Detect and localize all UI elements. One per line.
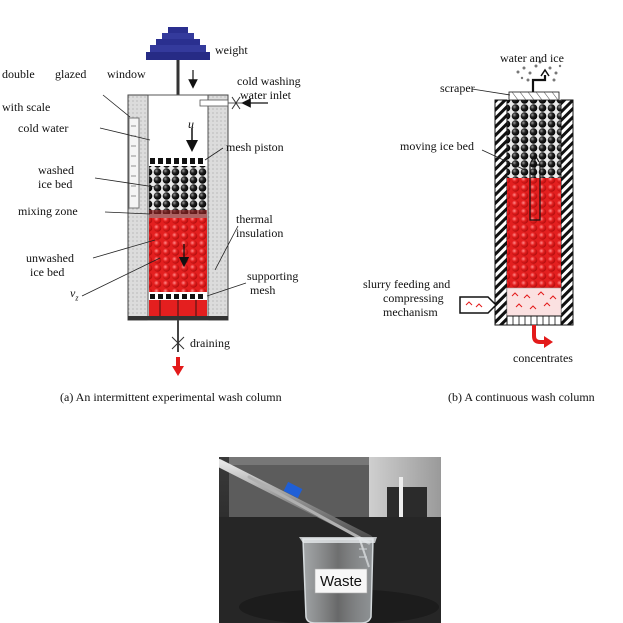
label-mechanism: mechanism	[383, 305, 438, 319]
label-vz: vz	[70, 286, 79, 303]
label-window: window	[107, 67, 146, 81]
caption-b: (b) A continuous wash column	[448, 390, 595, 404]
label-mesh-piston: mesh piston	[226, 140, 284, 154]
scraper	[508, 91, 560, 101]
label-slurry-feeding: slurry feeding and	[363, 277, 451, 291]
right-wall	[560, 99, 574, 326]
intermittent-wash-column-diagram	[81, 27, 268, 376]
label-supporting-mesh: mesh	[250, 283, 276, 297]
supporting-mesh	[149, 292, 207, 316]
label-cold-water: cold water	[18, 121, 69, 135]
label-u: u	[188, 117, 194, 131]
unwashed-bed-continuous	[507, 178, 561, 288]
label-water-and-ice: water and ice	[500, 51, 564, 65]
label-unwashed: unwashed	[26, 251, 74, 265]
beaker-label-waste: Waste	[320, 573, 362, 590]
label-double: double	[2, 67, 35, 81]
label-unwashed-ice-bed: ice bed	[30, 265, 65, 279]
drain-arrow-icon	[172, 366, 184, 376]
washed-ice-bed	[149, 166, 207, 214]
label-mixing-zone: mixing zone	[18, 204, 78, 218]
label-draining: draining	[190, 336, 230, 350]
continuous-wash-column-diagram	[459, 60, 574, 348]
label-compressing: compressing	[383, 291, 444, 305]
label-moving-ice-bed: moving ice bed	[400, 139, 474, 153]
label-washed: washed	[38, 163, 74, 177]
label-weight: weight	[215, 43, 248, 57]
label-with-scale: with scale	[2, 100, 51, 114]
moving-ice-bed	[507, 100, 561, 178]
mesh-piston	[149, 158, 207, 164]
label-washed-ice-bed: ice bed	[38, 177, 73, 191]
unwashed-ice-bed	[149, 218, 207, 292]
waste-beaker-photo: Waste	[219, 457, 441, 623]
label-insulation: insulation	[236, 226, 284, 240]
left-wall	[494, 99, 508, 326]
label-concentrates: concentrates	[513, 351, 573, 365]
concentrates-arrow-icon	[544, 336, 553, 348]
label-supporting: supporting	[247, 269, 299, 283]
label-water-inlet: water inlet	[240, 88, 291, 102]
label-glazed: glazed	[55, 67, 87, 81]
glazed-window	[128, 117, 140, 209]
caption-a: (a) An intermittent experimental wash co…	[60, 390, 282, 404]
label-cold-washing: cold washing	[237, 74, 301, 88]
right-insulation-wall	[207, 94, 229, 321]
label-thermal: thermal	[236, 212, 273, 226]
label-scraper: scraper	[440, 81, 475, 95]
